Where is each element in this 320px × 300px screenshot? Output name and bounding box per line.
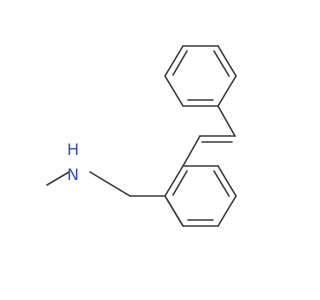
upper-ring-bond-5 [164, 75, 184, 107]
lower-ring-double-3 [172, 170, 188, 196]
lower-ring-double-2 [213, 170, 230, 197]
upper-ring-bond-2 [217, 45, 237, 77]
vinyl-bond-1 [182, 135, 201, 167]
lower-ring-bond-3 [217, 165, 237, 197]
upper-ring-double-1 [213, 50, 230, 77]
upper-ring-bond-1 [217, 75, 237, 107]
lower-ring-bond-2 [217, 195, 237, 227]
vinyl-bond-3 [217, 105, 236, 137]
upper-ring-double-2 [172, 50, 188, 76]
molecule-structure: H N [46, 45, 237, 227]
upper-ring-bond-4 [164, 45, 184, 77]
bond-n-ch2 [89, 171, 131, 197]
lower-ring-bond-5 [164, 165, 184, 197]
nitrogen-label: N [67, 165, 79, 184]
bond-methyl-n [46, 171, 70, 186]
molecule-canvas: H N [46, 45, 237, 227]
lower-ring-bond-6 [164, 195, 184, 227]
hydrogen-label: H [67, 140, 79, 159]
